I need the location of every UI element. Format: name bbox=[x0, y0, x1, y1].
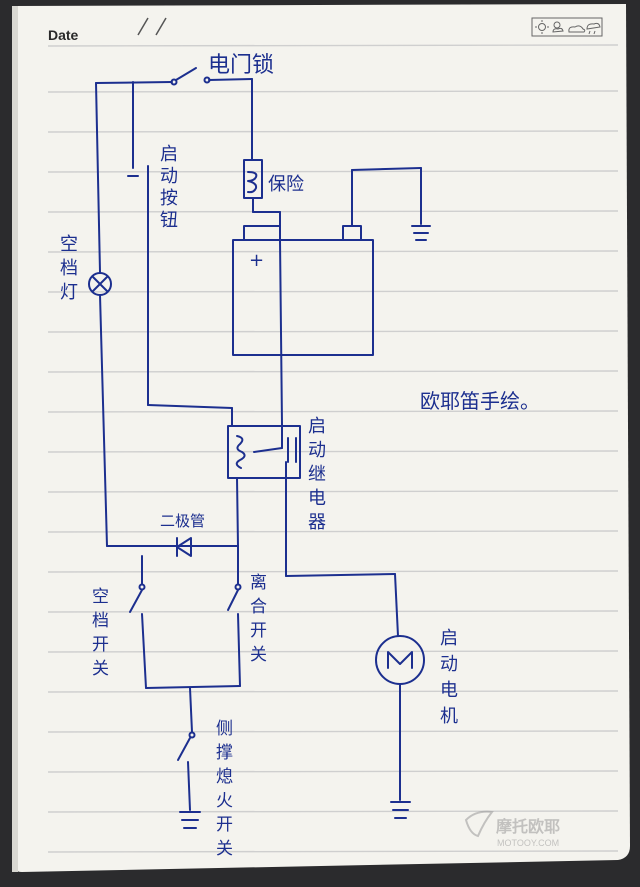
svg-text:开: 开 bbox=[250, 621, 267, 641]
diode-symbol bbox=[176, 537, 192, 557]
watermark-subtext: MOTOOY.COM bbox=[497, 838, 559, 848]
svg-text:关: 关 bbox=[92, 659, 109, 679]
svg-text:档: 档 bbox=[60, 258, 78, 279]
svg-text:启: 启 bbox=[440, 628, 458, 649]
svg-text:关: 关 bbox=[250, 645, 267, 665]
svg-text:档: 档 bbox=[92, 611, 109, 631]
clutch-switch-label: 离 合 开 关 bbox=[250, 573, 267, 665]
sun-icon bbox=[535, 20, 549, 34]
start-relay-symbol bbox=[227, 424, 301, 479]
author-note: 欧耶笛手绘。 bbox=[420, 389, 540, 413]
svg-text:动: 动 bbox=[308, 440, 326, 461]
start-relay-label: 启 动 继 电 器 bbox=[308, 416, 326, 533]
svg-text:动: 动 bbox=[440, 654, 458, 675]
neutral-switch-label: 空 档 开 关 bbox=[92, 587, 109, 679]
ruled-lines bbox=[47, 44, 619, 853]
battery-plus-label: + bbox=[249, 250, 264, 271]
neutral-switch-symbol bbox=[129, 583, 146, 613]
starter-motor-label: 启 动 电 机 bbox=[440, 628, 458, 727]
circuit-diagram bbox=[88, 67, 431, 829]
svg-text:关: 关 bbox=[216, 839, 233, 859]
weather-box bbox=[531, 17, 603, 37]
svg-text:离: 离 bbox=[250, 573, 267, 593]
diode-label: 二极管 bbox=[160, 512, 205, 530]
sidestand-switch-symbol bbox=[177, 731, 196, 761]
svg-text:开: 开 bbox=[216, 815, 233, 835]
watermark-logo-icon bbox=[464, 810, 494, 838]
svg-text:侧: 侧 bbox=[216, 719, 233, 739]
start-button-label: 启 动 按 钮 bbox=[160, 144, 178, 231]
svg-text:火: 火 bbox=[216, 791, 233, 811]
svg-text:电: 电 bbox=[440, 680, 458, 701]
svg-text:开: 开 bbox=[92, 635, 109, 655]
neutral-lamp-label: 空 档 灯 bbox=[60, 234, 78, 303]
clutch-switch-symbol bbox=[227, 583, 242, 611]
partly-cloudy-icon bbox=[552, 21, 564, 33]
svg-text:熄: 熄 bbox=[216, 767, 233, 787]
sidestand-switch-label: 侧 撑 熄 火 开 关 bbox=[216, 719, 233, 859]
svg-text:机: 机 bbox=[440, 706, 458, 727]
svg-text:电: 电 bbox=[308, 488, 326, 509]
rain-icon bbox=[586, 22, 601, 35]
svg-text:灯: 灯 bbox=[60, 282, 78, 303]
cloud-icon bbox=[568, 25, 586, 33]
watermark: 摩托欧耶 MOTOOY.COM bbox=[464, 810, 560, 848]
svg-text:钮: 钮 bbox=[160, 210, 178, 231]
svg-text:器: 器 bbox=[308, 512, 326, 533]
svg-text:按: 按 bbox=[160, 188, 178, 209]
paper-sheet bbox=[12, 4, 630, 872]
ground-symbol-battery bbox=[411, 225, 431, 241]
svg-text:空: 空 bbox=[92, 587, 109, 607]
svg-text:启: 启 bbox=[160, 144, 178, 165]
svg-text:启: 启 bbox=[308, 416, 326, 437]
ground-symbol-sidestand bbox=[179, 811, 201, 829]
svg-text:动: 动 bbox=[160, 166, 178, 187]
svg-text:合: 合 bbox=[250, 597, 267, 617]
date-slashes bbox=[137, 17, 167, 36]
svg-text:继: 继 bbox=[308, 464, 326, 485]
svg-text:空: 空 bbox=[60, 234, 78, 255]
date-label: Date bbox=[48, 27, 79, 43]
svg-text:撑: 撑 bbox=[216, 743, 233, 763]
battery-symbol bbox=[232, 225, 374, 356]
fuse-label: 保险 bbox=[268, 174, 304, 195]
ground-symbol-motor bbox=[390, 801, 411, 819]
ignition-lock-label: 电门锁 bbox=[208, 53, 274, 78]
watermark-text: 摩托欧耶 bbox=[496, 817, 560, 836]
